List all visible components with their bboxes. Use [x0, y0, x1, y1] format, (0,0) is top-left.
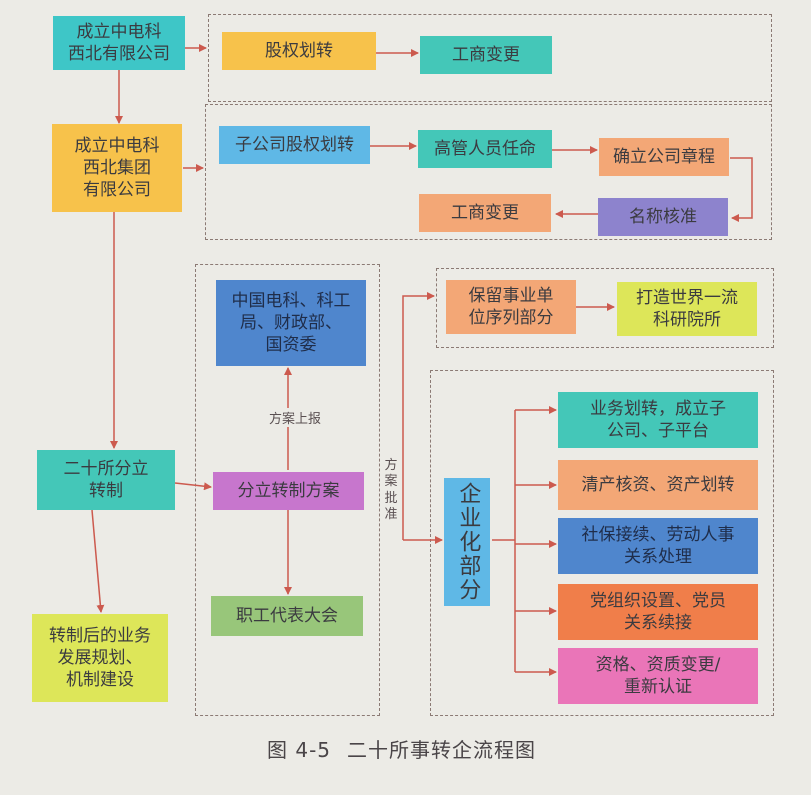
node-party-org: 党组织设置、党员 关系续接	[558, 584, 758, 640]
node-name-approval: 名称核准	[598, 198, 728, 236]
node-authorities: 中国电科、科工 局、财政部、 国资委	[216, 280, 366, 366]
arrow-to-retain	[402, 292, 435, 540]
node-social-security: 社保接续、劳动人事 关系处理	[558, 518, 758, 574]
label-plan-submit: 方案上报	[250, 408, 340, 427]
figure-title: 二十所事转企流程图	[347, 738, 537, 762]
node-staff-congress: 职工代表大会	[211, 596, 363, 636]
group-equity-transfer	[208, 14, 772, 102]
node-business-transfer: 业务划转，成立子 公司、子平台	[558, 392, 758, 448]
arrow-r2d	[730, 157, 753, 222]
node-qualification: 资格、资质变更/ 重新认证	[558, 648, 758, 704]
node-company-charter: 确立公司章程	[599, 138, 729, 176]
label-plan-approve: 方案批准	[384, 458, 398, 522]
figure-caption: 图 4-5 二十所事转企流程图	[267, 734, 536, 763]
node-subsidiary-equity-transfer: 子公司股权划转	[219, 126, 370, 164]
node-post-reform-plan: 转制后的业务 发展规划、 机制建设	[32, 614, 168, 702]
node-business-change-1: 工商变更	[420, 36, 552, 74]
group-retain-public	[436, 268, 774, 348]
node-enterprise-part: 企业化部分	[444, 478, 490, 606]
node-asset-audit: 清产核资、资产划转	[558, 460, 758, 510]
node-establish-northwest-co: 成立中电科 西北有限公司	[53, 16, 185, 70]
group-split-plan	[195, 264, 380, 716]
group-group-company-steps	[205, 104, 772, 240]
node-establish-group: 成立中电科 西北集团 有限公司	[52, 124, 182, 212]
group-enterprise	[430, 370, 774, 716]
node-split-plan: 分立转制方案	[213, 472, 364, 510]
node-retain-public-institution: 保留事业单 位序列部分	[446, 280, 576, 334]
node-exec-appointment: 高管人员任命	[418, 130, 552, 168]
arrow-split	[174, 482, 212, 491]
node-equity-transfer: 股权划转	[222, 32, 376, 70]
arrow-v3	[91, 509, 105, 613]
figure-number: 图 4-5	[267, 738, 332, 762]
node-institute-split: 二十所分立 转制	[37, 450, 175, 510]
node-world-class-institute: 打造世界一流 科研院所	[617, 282, 757, 336]
node-business-change-2: 工商变更	[419, 194, 551, 232]
